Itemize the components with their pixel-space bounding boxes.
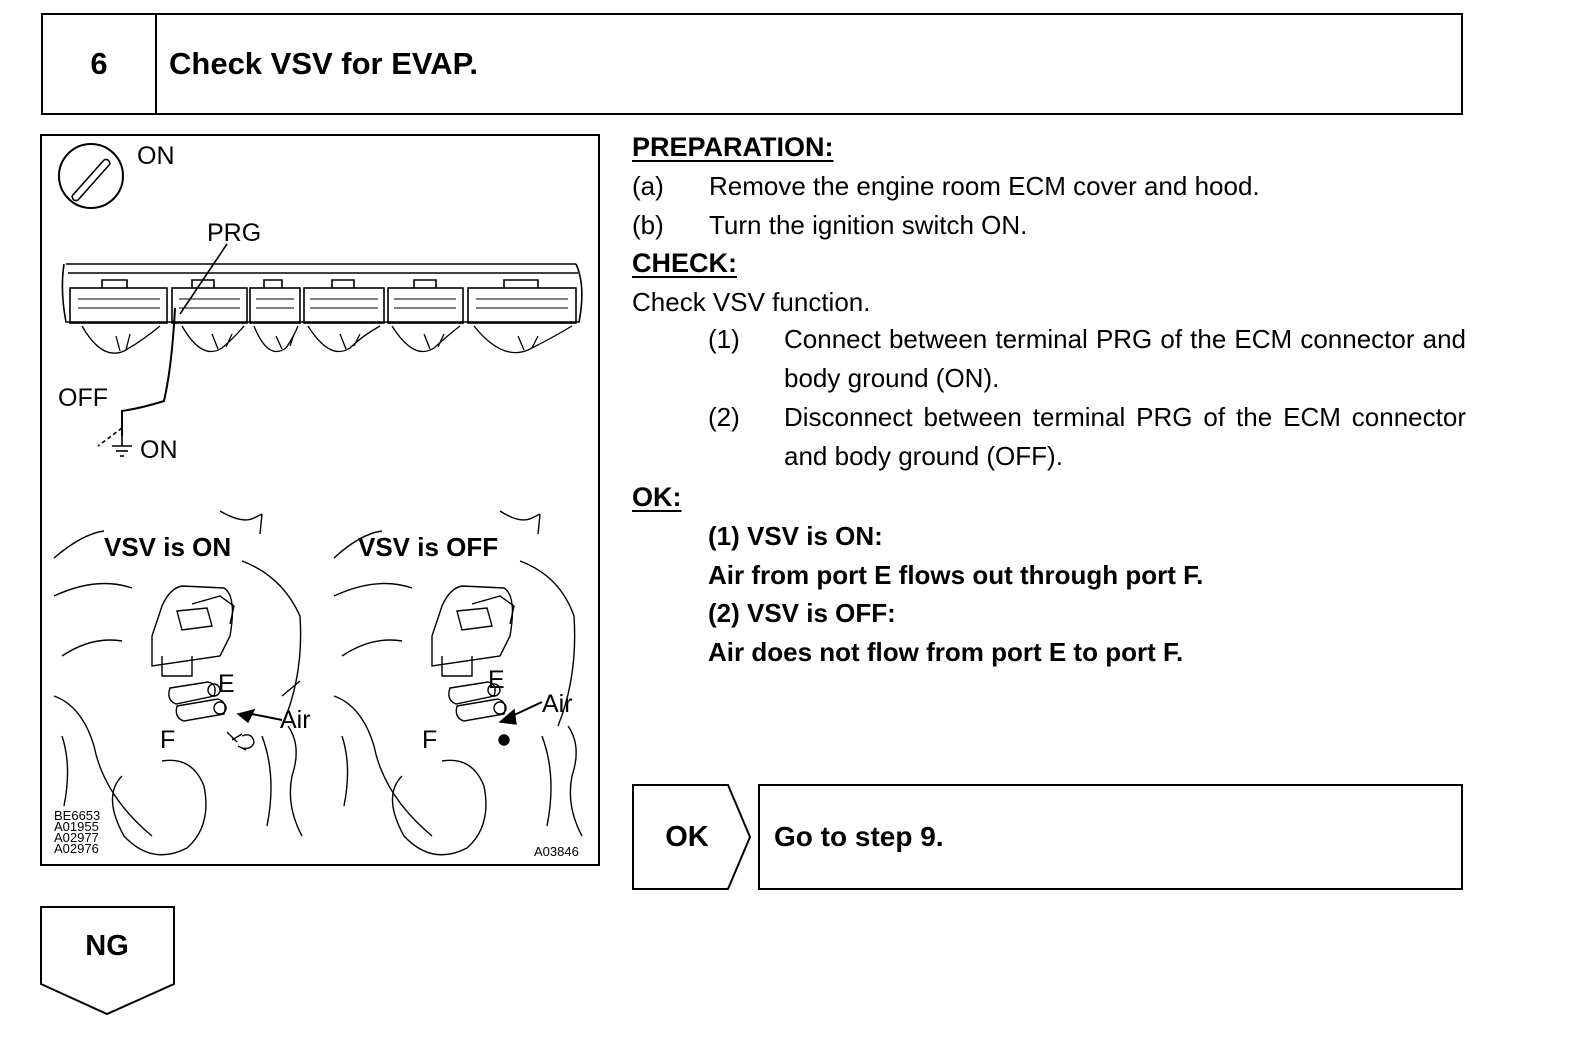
prg-leader-line bbox=[179, 243, 228, 315]
illustration-drawing bbox=[53, 143, 583, 856]
check-heading: CHECK: bbox=[632, 248, 737, 278]
port-f-label-on: F bbox=[160, 726, 176, 754]
wire-harnesses bbox=[81, 325, 573, 354]
ng-result-label: NG bbox=[85, 929, 129, 962]
ecm-connector-block bbox=[61, 263, 583, 324]
figure-code-right: A03846 bbox=[534, 844, 579, 859]
air-label-off: Air bbox=[542, 690, 573, 718]
ng-arrow-shape bbox=[40, 906, 175, 1016]
preparation-heading: PREPARATION: bbox=[632, 132, 834, 162]
vsv-off-sketch bbox=[333, 510, 583, 856]
preparation-item-mark: (a) bbox=[632, 171, 664, 201]
check-item-text: Connect between terminal PRG of the ECM … bbox=[784, 324, 1466, 393]
ok-arrow-shape bbox=[632, 784, 752, 890]
vsv-on-sketch bbox=[53, 510, 303, 856]
prg-terminal-label: PRG bbox=[207, 219, 262, 247]
port-e-label-on: E bbox=[218, 670, 235, 698]
switch-open-line bbox=[97, 427, 123, 447]
preparation-item-text: Remove the engine room ECM cover and hoo… bbox=[709, 171, 1260, 201]
step-header: 6 Check VSV for EVAP. bbox=[41, 13, 1463, 115]
ignition-on-label: ON bbox=[137, 142, 175, 170]
port-f-label-off: F bbox=[422, 726, 438, 754]
vsv-off-title: VSV is OFF bbox=[358, 532, 499, 562]
port-e-label-off: E bbox=[488, 666, 505, 694]
check-item-mark: (2) bbox=[708, 402, 740, 432]
probe-wire bbox=[121, 307, 176, 436]
check-intro: Check VSV function. bbox=[632, 287, 871, 317]
check-item-mark: (1) bbox=[708, 324, 740, 354]
ok-line: (2) VSV is OFF: bbox=[708, 598, 896, 628]
vsv-illustration: ON PRG OFF ON VSV is ON VSV is OFF E F A… bbox=[40, 134, 600, 866]
ground-icon bbox=[112, 436, 132, 457]
ok-line: Air from port E flows out through port F… bbox=[708, 560, 1204, 590]
probe-on-label: ON bbox=[140, 436, 178, 464]
probe-off-label: OFF bbox=[58, 384, 108, 412]
air-label-on: Air bbox=[280, 706, 311, 734]
ok-heading: OK: bbox=[632, 482, 682, 512]
ok-action-box: Go to step 9. bbox=[758, 784, 1463, 890]
check-item: (1) Connect between terminal PRG of the … bbox=[708, 320, 1466, 400]
ok-line: Air does not flow from port E to port F. bbox=[708, 637, 1184, 667]
preparation-item-mark: (b) bbox=[632, 210, 664, 240]
preparation-item-text: Turn the ignition switch ON. bbox=[709, 210, 1028, 240]
vsv-on-title: VSV is ON bbox=[104, 532, 232, 562]
step-title: Check VSV for EVAP. bbox=[169, 46, 478, 81]
ok-line: (1) VSV is ON: bbox=[708, 521, 883, 551]
ignition-switch-icon bbox=[58, 143, 124, 209]
check-item-text: Disconnect between terminal PRG of the E… bbox=[784, 402, 1466, 471]
ok-result-label: OK bbox=[665, 820, 709, 853]
figure-codes-left: BE6653 A01955 A02977 A02976 bbox=[54, 808, 101, 856]
check-item: (2) Disconnect between terminal PRG of t… bbox=[708, 398, 1466, 478]
step-number: 6 bbox=[43, 15, 157, 113]
